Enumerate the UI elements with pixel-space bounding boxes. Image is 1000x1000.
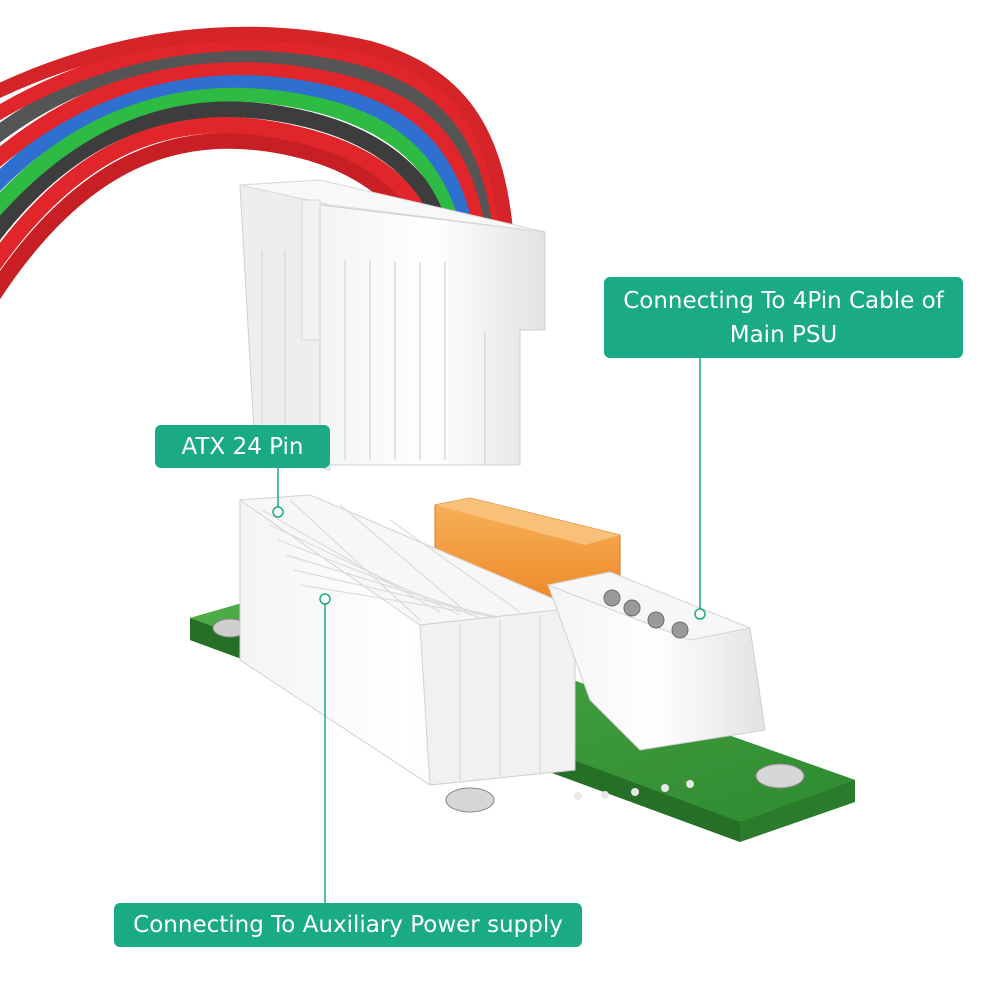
atx-callout: ATX 24 Pin [155, 425, 330, 468]
main-psu-callout-line2: Main PSU [729, 321, 838, 348]
atx-connector-icon [238, 494, 577, 786]
wire-bundle-icon [0, 26, 513, 300]
top-connector-icon [239, 179, 546, 471]
main-psu-callout: Connecting To 4Pin Cable of Main PSU [604, 277, 963, 358]
molex-4pin-connector-icon [546, 571, 766, 751]
callout-leaders [272, 358, 706, 903]
atx-callout-label: ATX 24 Pin [181, 433, 304, 460]
aux-power-callout-label: Connecting To Auxiliary Power supply [133, 912, 563, 938]
aux-power-callout: Connecting To Auxiliary Power supply [114, 903, 582, 947]
main-psu-callout-line1: Connecting To 4Pin Cable of [623, 287, 944, 314]
